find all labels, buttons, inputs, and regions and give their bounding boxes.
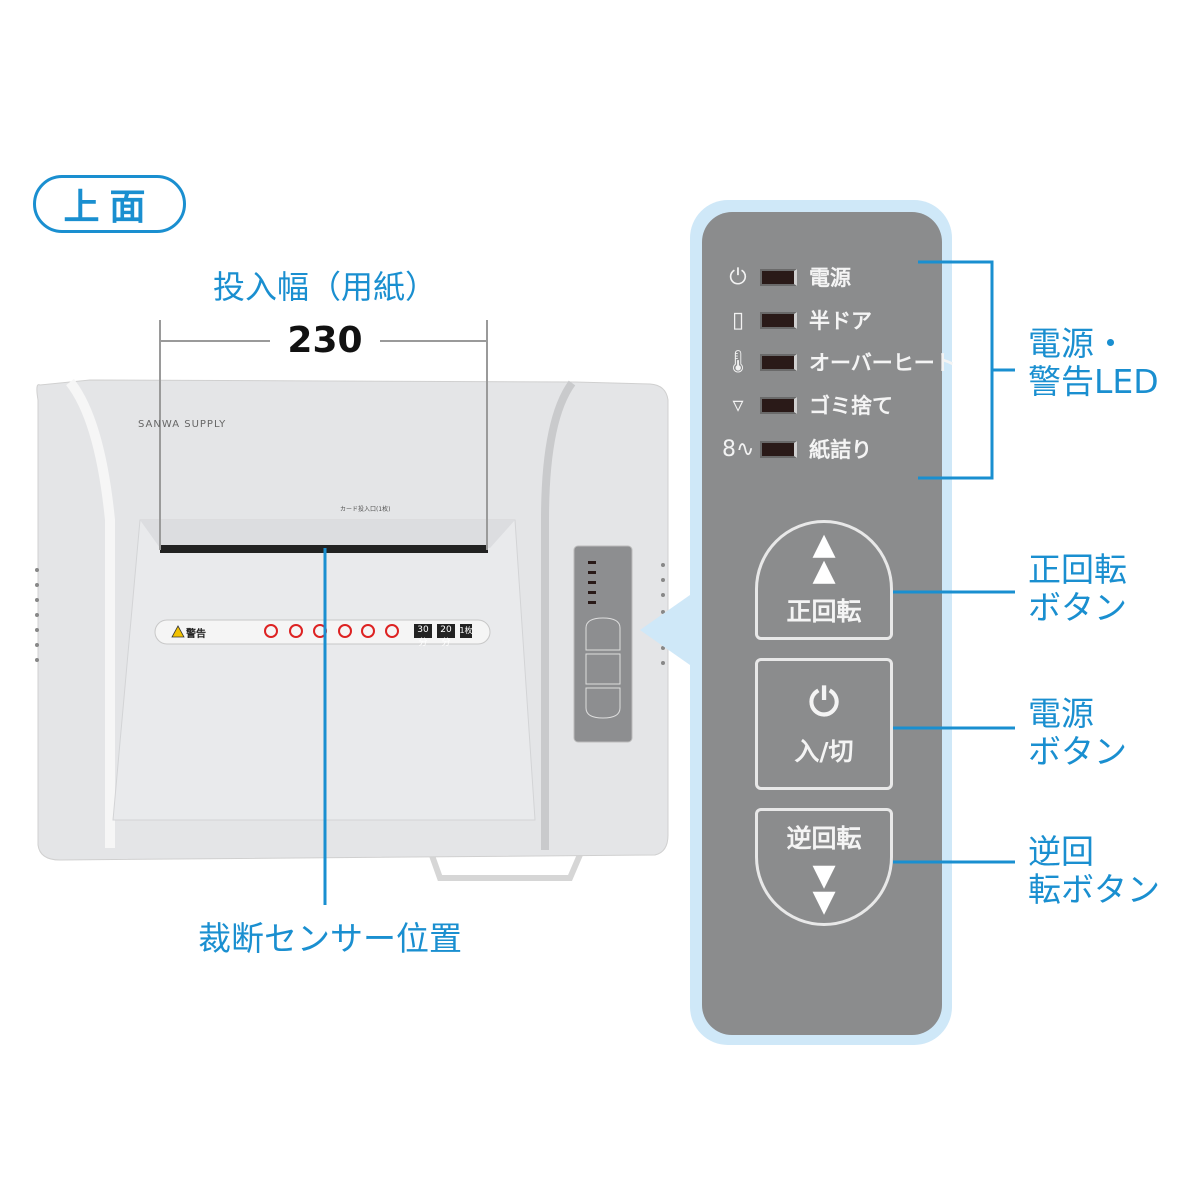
- card-slot-label: カード投入口(1枚): [340, 506, 391, 513]
- callout-power: 電源 ボタン: [1028, 694, 1127, 771]
- bin-icon: ▿: [732, 392, 744, 418]
- zoom-callout-wedge: [640, 588, 700, 672]
- rating-2: 20分: [440, 625, 452, 648]
- led-indicator: [760, 311, 797, 329]
- rating-1: 30分: [417, 625, 429, 648]
- door-icon: ▯: [731, 307, 745, 333]
- led-label: 電源: [809, 266, 851, 290]
- insert-width-label: 投入幅（用紙）: [212, 268, 437, 306]
- callout-leds: 電源・ 警告LED: [1028, 324, 1159, 401]
- led-row-overheat: 🌡 オーバーヒート: [722, 347, 956, 377]
- insert-width-value: 230: [270, 320, 380, 361]
- led-row-door: ▯ 半ドア: [722, 305, 872, 335]
- led-label: 半ドア: [809, 309, 872, 333]
- led-indicator: [760, 353, 797, 371]
- led-label: 紙詰り: [809, 438, 872, 462]
- rating-3: 1枚: [459, 626, 473, 635]
- double-up-arrow-icon: ▲▲: [812, 527, 836, 588]
- callout-reverse: 逆回 転ボタン: [1028, 832, 1160, 909]
- led-indicator: [760, 268, 797, 286]
- led-label: オーバーヒート: [809, 351, 956, 375]
- sensor-position-label: 裁断センサー位置: [198, 919, 462, 958]
- led-row-jam: 8∿ 紙詰り: [722, 434, 872, 464]
- reverse-button-label: 逆回転: [786, 824, 862, 853]
- led-row-bin: ▿ ゴミ捨て: [722, 390, 893, 420]
- warning-label: 警告: [186, 629, 206, 640]
- view-label: 上面: [33, 175, 186, 233]
- forward-button[interactable]: ▲▲ 正回転: [755, 520, 893, 640]
- power-button-label: 入/切: [794, 737, 854, 766]
- led-indicator: [760, 396, 797, 414]
- forward-button-label: 正回転: [786, 597, 862, 626]
- handle: [427, 848, 585, 881]
- paper-jam-icon: 8∿: [722, 436, 755, 462]
- power-icon: ⏻: [729, 264, 747, 290]
- led-indicator: [760, 440, 797, 458]
- reverse-button[interactable]: 逆回転 ▼▼: [755, 808, 893, 926]
- callout-forward: 正回転 ボタン: [1028, 550, 1127, 627]
- brand-logo: SANWA SUPPLY: [138, 419, 227, 430]
- thermometer-icon: 🌡: [724, 349, 752, 375]
- small-control-panel: [573, 545, 633, 743]
- power-button[interactable]: ⏻ 入/切: [755, 658, 893, 790]
- led-row-power: ⏻ 電源: [722, 262, 851, 292]
- double-down-arrow-icon: ▼▼: [812, 858, 836, 919]
- power-icon: ⏻: [808, 680, 840, 724]
- warning-sticker: [154, 619, 491, 645]
- led-label: ゴミ捨て: [809, 394, 893, 418]
